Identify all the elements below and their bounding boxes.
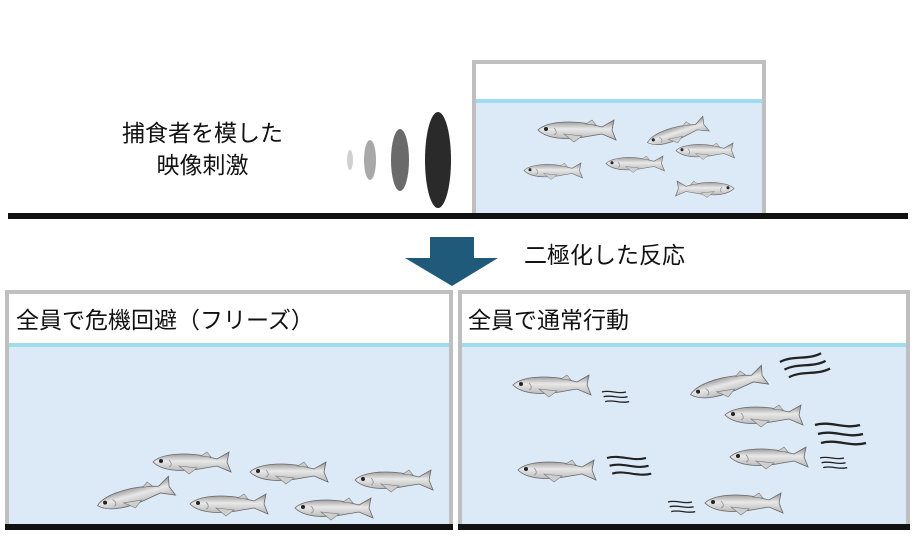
water-surface: [476, 99, 762, 103]
looming-stimulus: [347, 112, 451, 208]
stimulus-ellipse: [425, 112, 451, 208]
stimulus-label-line2: 映像刺激: [156, 152, 249, 179]
left-panel-title: 全員で危機回避（フリーズ）: [16, 308, 314, 334]
down-arrow-icon: [405, 237, 498, 286]
stimulus-label: 捕食者を模した 映像刺激: [122, 120, 283, 182]
arrow-label: 二極化した反応: [524, 243, 685, 269]
stimulus-ellipse: [347, 150, 353, 170]
left-panel: [5, 290, 453, 530]
top-tank: [472, 60, 766, 216]
right-panel: [458, 290, 910, 530]
ground-line: [8, 213, 908, 219]
stimulus-ellipse: [364, 140, 376, 180]
stimulus-label-line1: 捕食者を模した: [122, 121, 283, 147]
stimulus-ellipse: [391, 129, 409, 191]
right-panel-title: 全員で通常行動: [468, 308, 629, 334]
